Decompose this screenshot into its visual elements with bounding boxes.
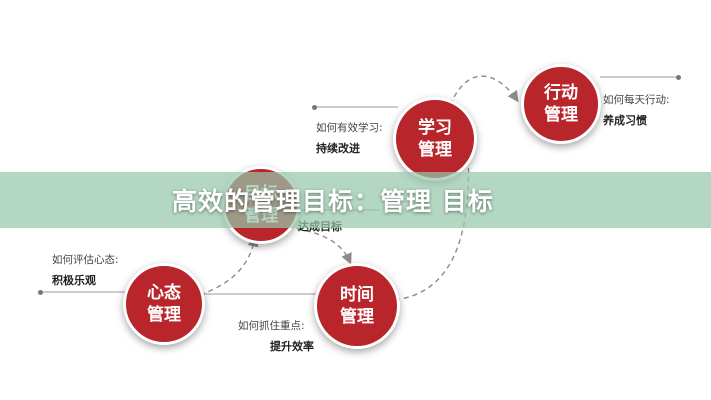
- action-question: 如何每天行动:: [603, 94, 670, 106]
- time-answer: 提升效率: [270, 340, 314, 353]
- node-study-line1: 学习: [418, 118, 452, 138]
- rule-dot: [676, 75, 681, 80]
- node-action-line1: 行动: [544, 83, 578, 103]
- node-time[interactable]: 时间 管理: [314, 263, 400, 349]
- banner-title: 高效的管理目标：管理 目标: [172, 187, 494, 216]
- node-mind[interactable]: 心态 管理: [123, 263, 205, 345]
- link-mind-to-goal: [199, 235, 259, 296]
- node-time-line1: 时间: [340, 285, 374, 305]
- node-study[interactable]: 学习 管理: [393, 97, 477, 181]
- node-study-line2: 管理: [418, 140, 452, 160]
- action-answer: 养成习惯: [603, 114, 647, 127]
- study-question: 如何有效学习:: [316, 122, 383, 134]
- time-question: 如何抓住重点:: [238, 320, 305, 332]
- mind-answer: 积极乐观: [52, 274, 96, 287]
- node-action[interactable]: 行动 管理: [521, 64, 601, 144]
- node-action-line2: 管理: [544, 105, 578, 125]
- link-goal-to-time: [269, 224, 352, 265]
- rule-dot: [312, 105, 317, 110]
- link-study-to-action: [449, 75, 519, 106]
- rule-dot: [38, 290, 43, 295]
- study-answer: 持续改进: [316, 142, 360, 155]
- title-banner: [0, 172, 711, 228]
- node-mind-line1: 心态: [147, 283, 181, 303]
- mind-question: 如何评估心态:: [52, 254, 119, 266]
- node-mind-line2: 管理: [147, 305, 181, 325]
- node-time-line2: 管理: [340, 307, 374, 327]
